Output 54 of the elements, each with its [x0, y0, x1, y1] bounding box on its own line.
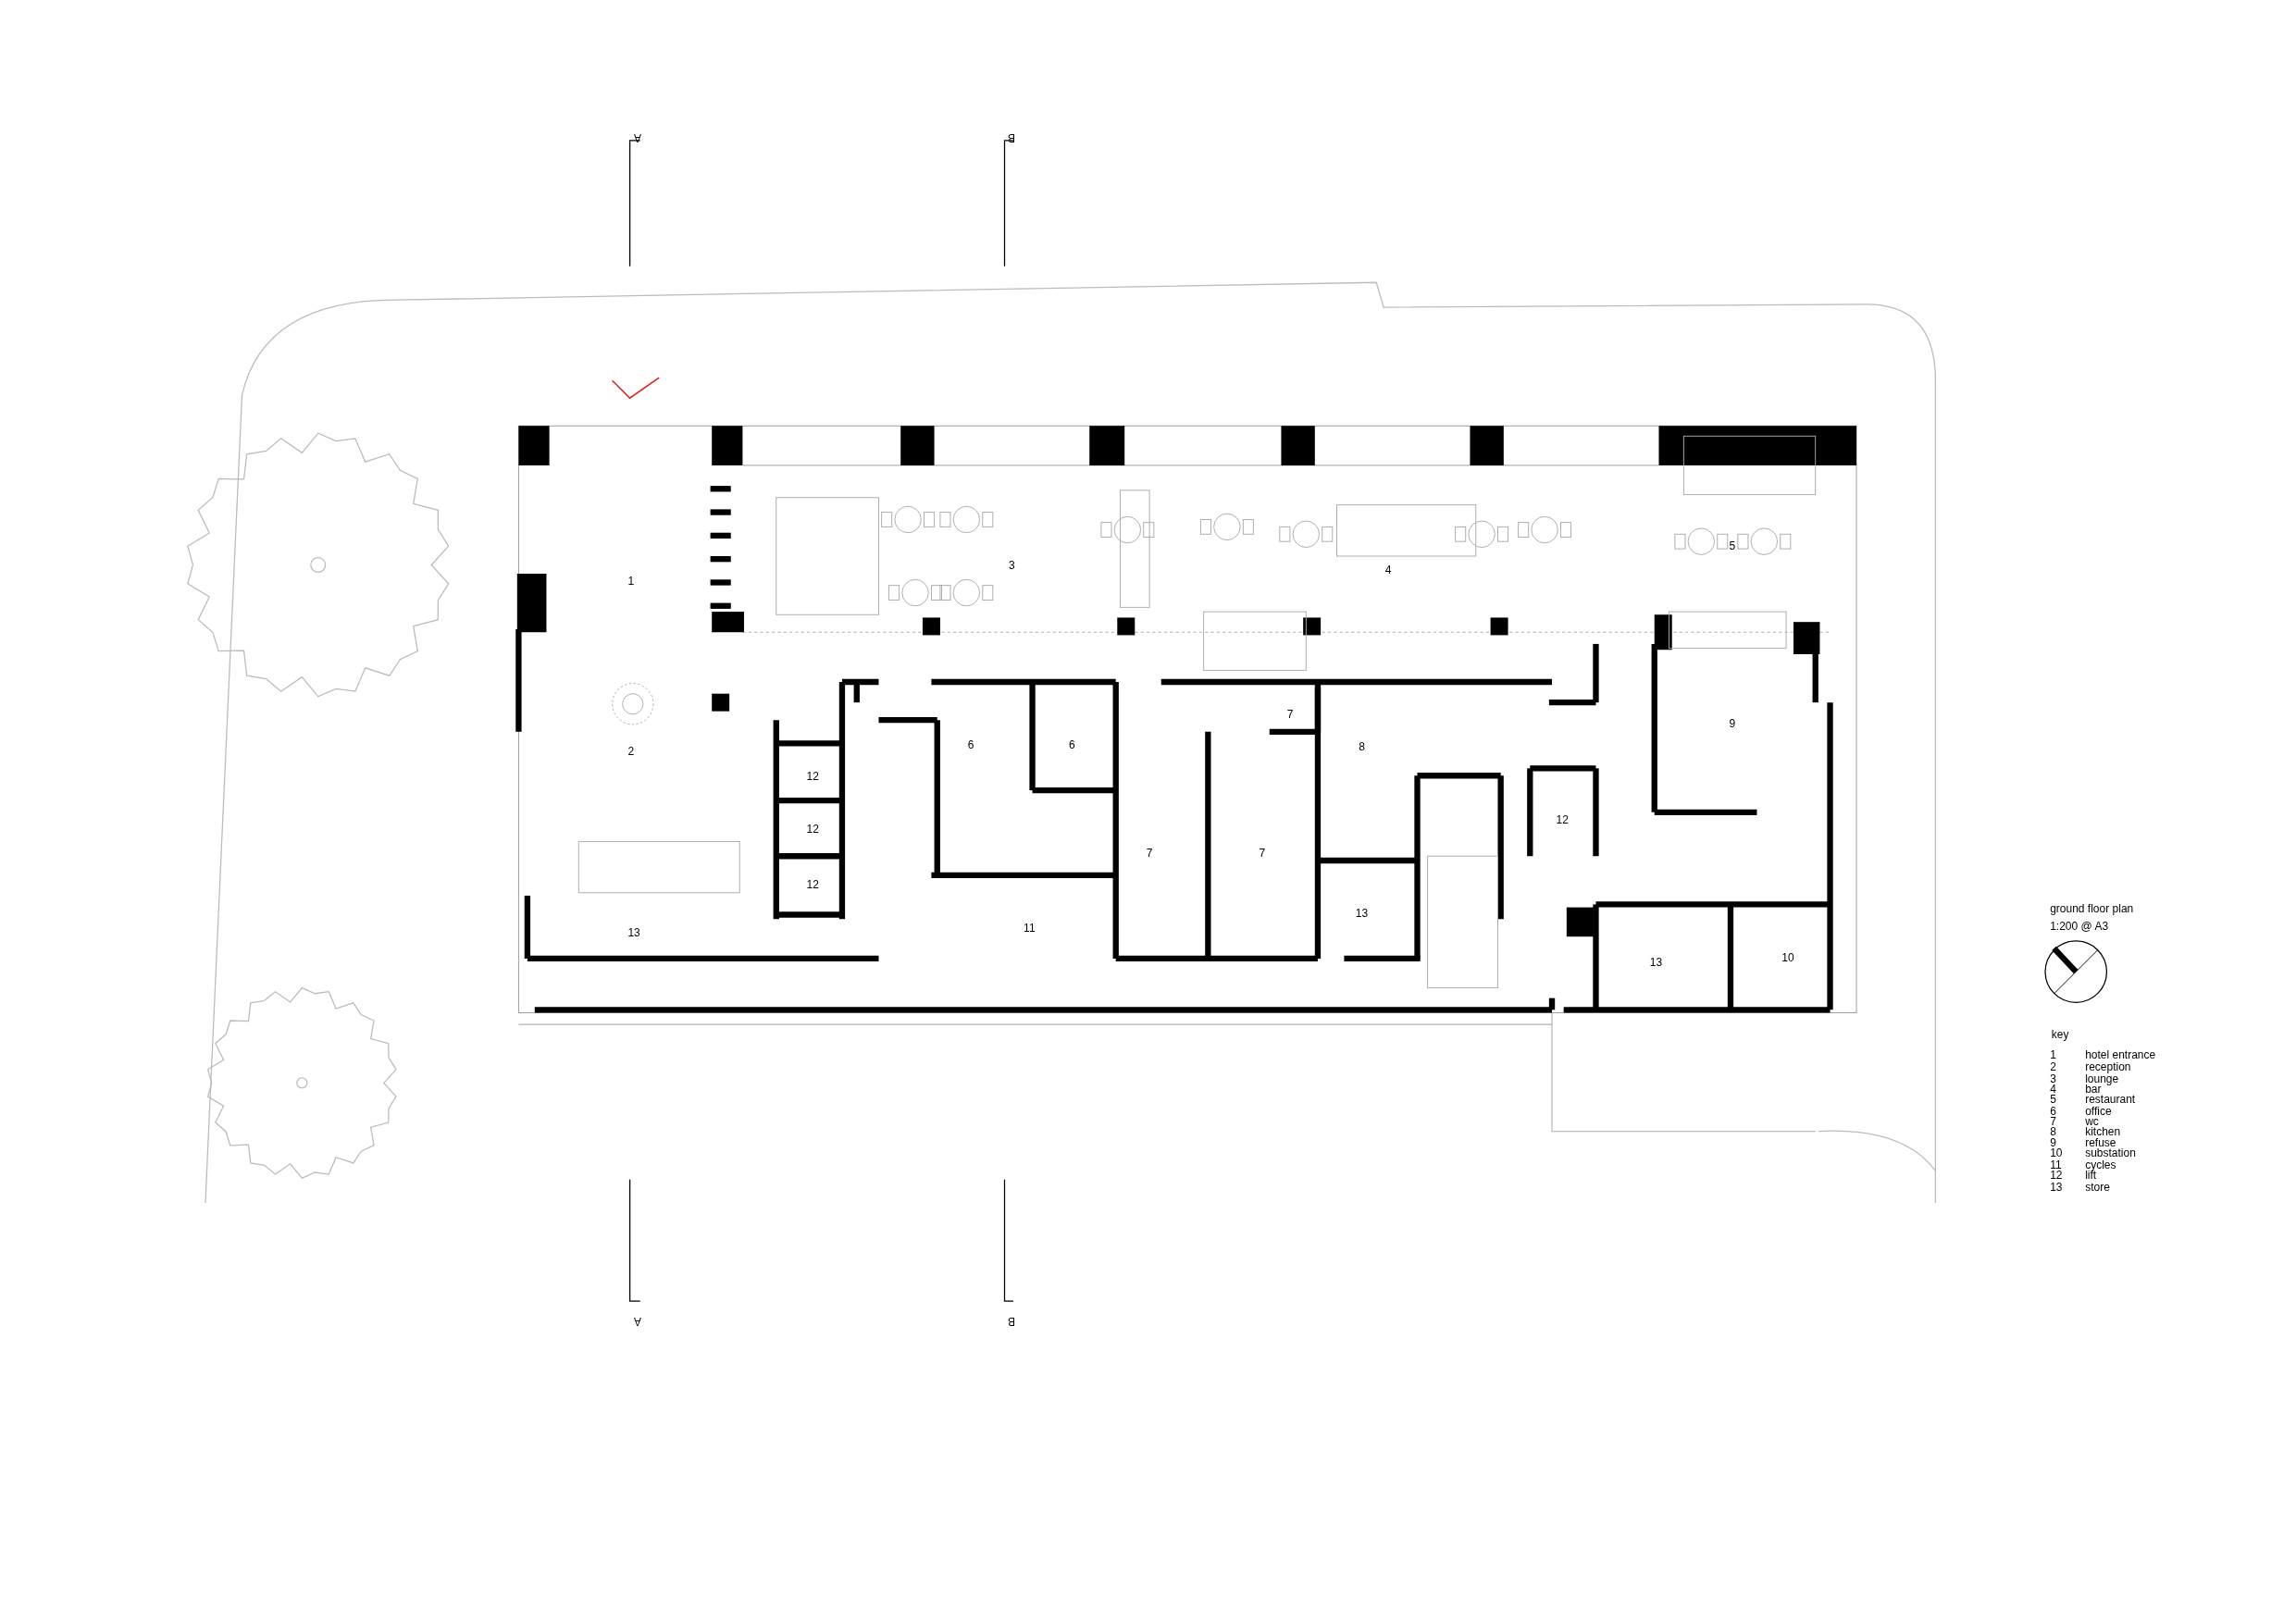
section-label: A — [634, 132, 642, 144]
room-number: 7 — [1259, 848, 1266, 860]
room-number: 9 — [1729, 717, 1736, 729]
key-description: kitchen — [2085, 1125, 2121, 1137]
room-number: 4 — [1384, 564, 1392, 576]
scale-note: 1:200 @ A3 — [2050, 921, 2109, 933]
section-label: A — [634, 1315, 642, 1327]
room-number: 3 — [1009, 559, 1015, 571]
key-description: hotel entrance — [2085, 1049, 2156, 1061]
room-number: 6 — [967, 739, 974, 751]
key-number: 4 — [2050, 1083, 2056, 1095]
room-number: 2 — [627, 745, 635, 757]
key-number: 8 — [2050, 1125, 2056, 1137]
key-number: 11 — [2050, 1159, 2062, 1171]
key-description: lift — [2085, 1170, 2097, 1182]
room-number: 1 — [627, 576, 635, 588]
key-description: restaurant — [2085, 1093, 2136, 1105]
room-number: 12 — [806, 823, 819, 835]
key-description: refuse — [2085, 1137, 2116, 1149]
room-number: 12 — [806, 770, 819, 782]
room-number: 13 — [627, 926, 640, 938]
room-number: 5 — [1729, 540, 1736, 552]
key-number: 3 — [2050, 1072, 2056, 1084]
room-number: 8 — [1359, 740, 1365, 752]
key-heading: key — [2051, 1029, 2069, 1041]
key-description: wc — [2085, 1115, 2099, 1127]
drawing-title: ground floor plan — [2050, 903, 2134, 915]
room-number: 6 — [1068, 739, 1075, 751]
key-description: cycles — [2085, 1159, 2116, 1171]
room-number: 7 — [1286, 709, 1294, 721]
key-description: bar — [2085, 1083, 2102, 1095]
room-number: 7 — [1146, 848, 1153, 860]
section-label: B — [1007, 1315, 1015, 1327]
room-number: 12 — [1556, 814, 1569, 826]
room-number: 13 — [1649, 956, 1663, 968]
room-number: 13 — [1355, 908, 1369, 920]
key-number: 10 — [2050, 1147, 2063, 1159]
section-label: B — [1007, 132, 1015, 144]
key-number: 13 — [2050, 1181, 2063, 1193]
key-description: reception — [2085, 1061, 2131, 1073]
key-number: 12 — [2050, 1170, 2063, 1182]
key-description: lounge — [2085, 1072, 2119, 1084]
room-number: 12 — [806, 878, 819, 890]
key-description: substation — [2085, 1147, 2136, 1159]
key-description: store — [2085, 1181, 2110, 1193]
key-number: 1 — [2050, 1049, 2056, 1061]
key-number: 7 — [2050, 1115, 2056, 1127]
key-number: 9 — [2050, 1137, 2056, 1149]
room-number: 11 — [1024, 923, 1036, 935]
room-number: 10 — [1781, 951, 1794, 963]
key-number: 6 — [2050, 1105, 2056, 1117]
key-description: office — [2085, 1105, 2112, 1117]
key-number: 5 — [2050, 1093, 2056, 1105]
key-number: 2 — [2050, 1061, 2056, 1073]
